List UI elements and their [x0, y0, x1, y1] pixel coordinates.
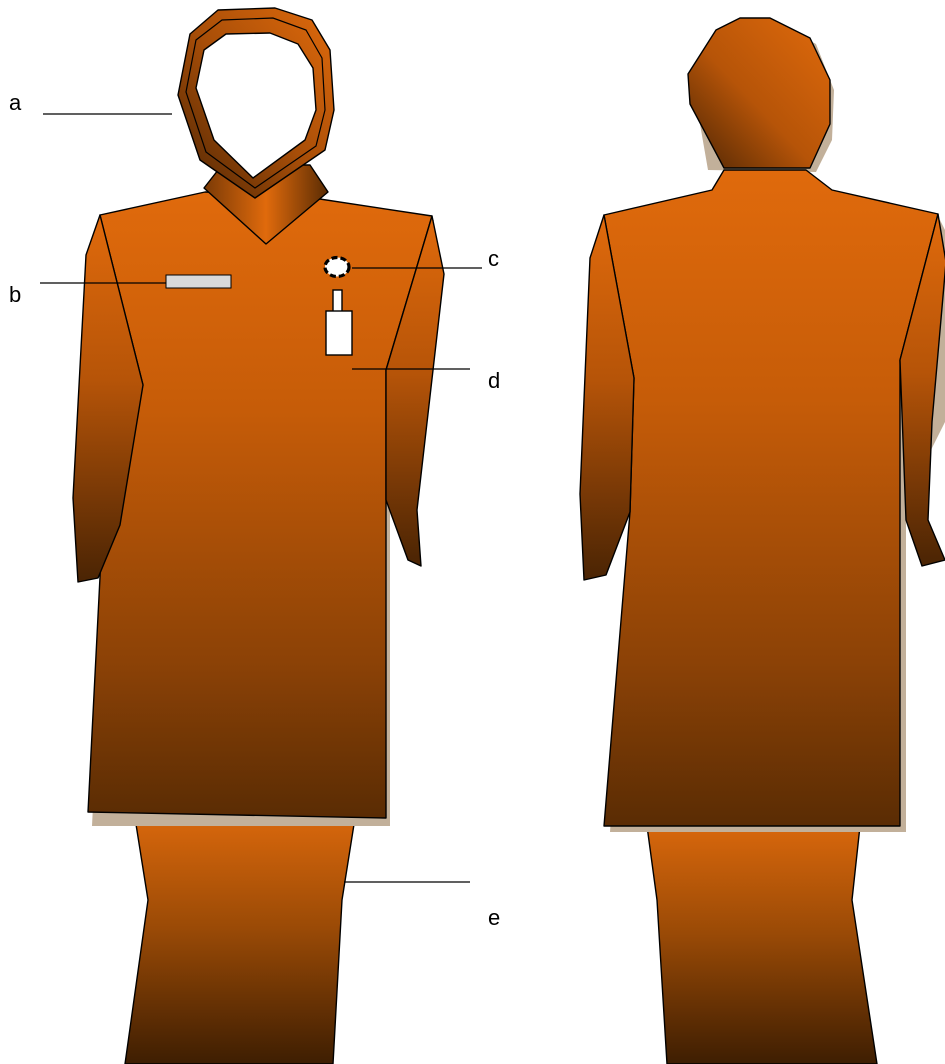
front-view [73, 8, 444, 1064]
pocket-pin-body [326, 311, 352, 355]
back-skirt [647, 826, 877, 1064]
name-tag [166, 275, 231, 288]
front-skirt [125, 818, 355, 1064]
callout-a-letter: a [9, 90, 22, 115]
callout-a: a [9, 90, 172, 115]
back-view [580, 18, 945, 1064]
callout-e: e [344, 882, 500, 930]
callout-d-letter: d [488, 368, 500, 393]
back-top [604, 170, 938, 826]
pocket-pin-clip [333, 290, 342, 312]
callout-e-letter: e [488, 905, 500, 930]
brooch [325, 258, 349, 277]
front-top [88, 192, 432, 818]
callout-b-letter: b [9, 282, 21, 307]
callout-c-letter: c [488, 246, 499, 271]
